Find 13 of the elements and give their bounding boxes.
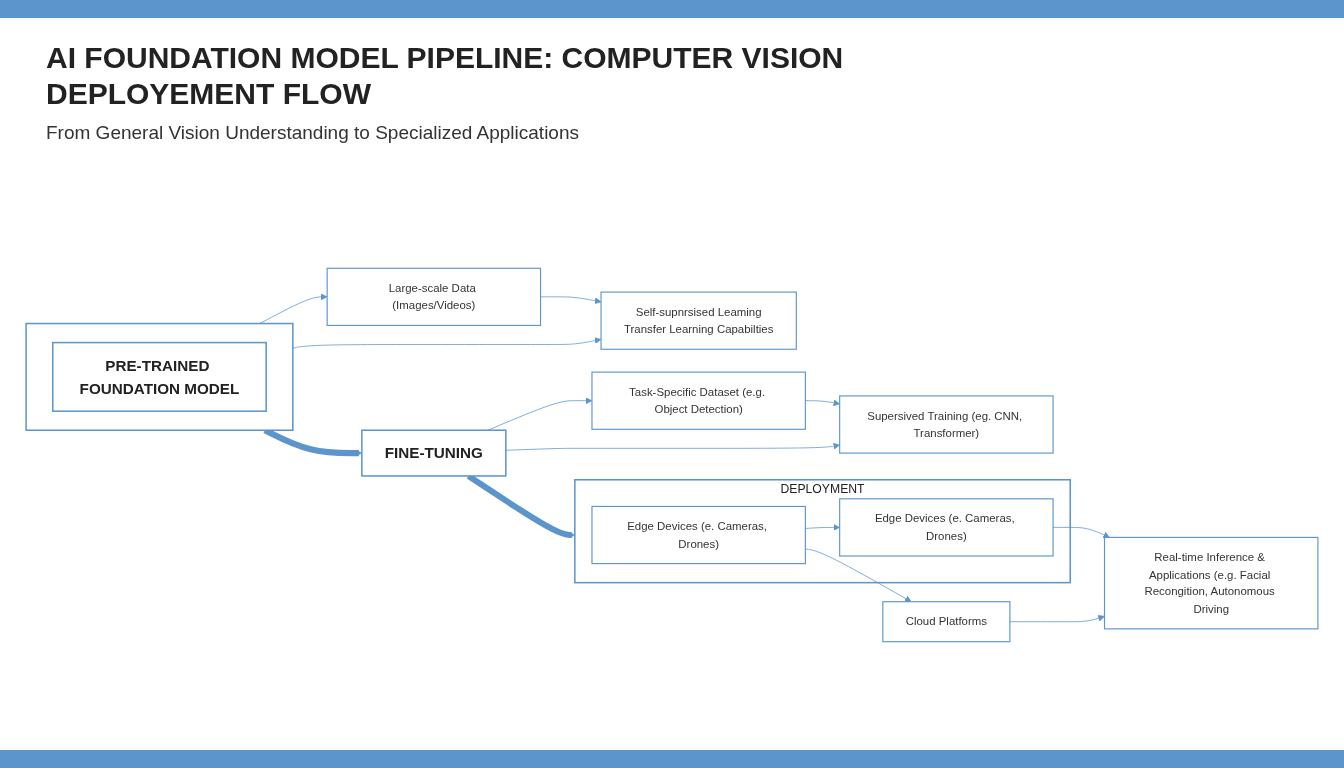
node-box: Cloud Platforms xyxy=(882,601,1011,643)
cluster xyxy=(25,322,294,431)
node-box: Task-Specific Dataset (e.g. Object Detection) xyxy=(591,371,806,430)
node-box: Real-time Inference & Applications (e.g. Facial Recongition, Autonomous Driving xyxy=(1103,536,1319,630)
node-box: FINE-TUNING xyxy=(361,429,507,477)
node-box: Large-scale Data (Images/Videos) xyxy=(326,267,542,326)
node-box: Self-supnrsised Leaming Transfer Learning Capabilties xyxy=(600,291,797,350)
node-box: Edge Devices (e. Cameras, Drones) xyxy=(839,498,1054,557)
subtitle: From General Vision Understanding to Specialized Applications xyxy=(46,122,579,144)
node-box: Edge Devices (e. Cameras, Drones) xyxy=(591,505,806,565)
title: AI FOUNDATION MODEL PIPELINE: COMPUTER VISION DEPLOYEMENT FLOW xyxy=(46,40,845,112)
node-box: Supersived Training (eg. CNN, Transformer) xyxy=(839,395,1054,454)
node-box: PRE-TRAINED FOUNDATION MODEL xyxy=(52,341,267,412)
